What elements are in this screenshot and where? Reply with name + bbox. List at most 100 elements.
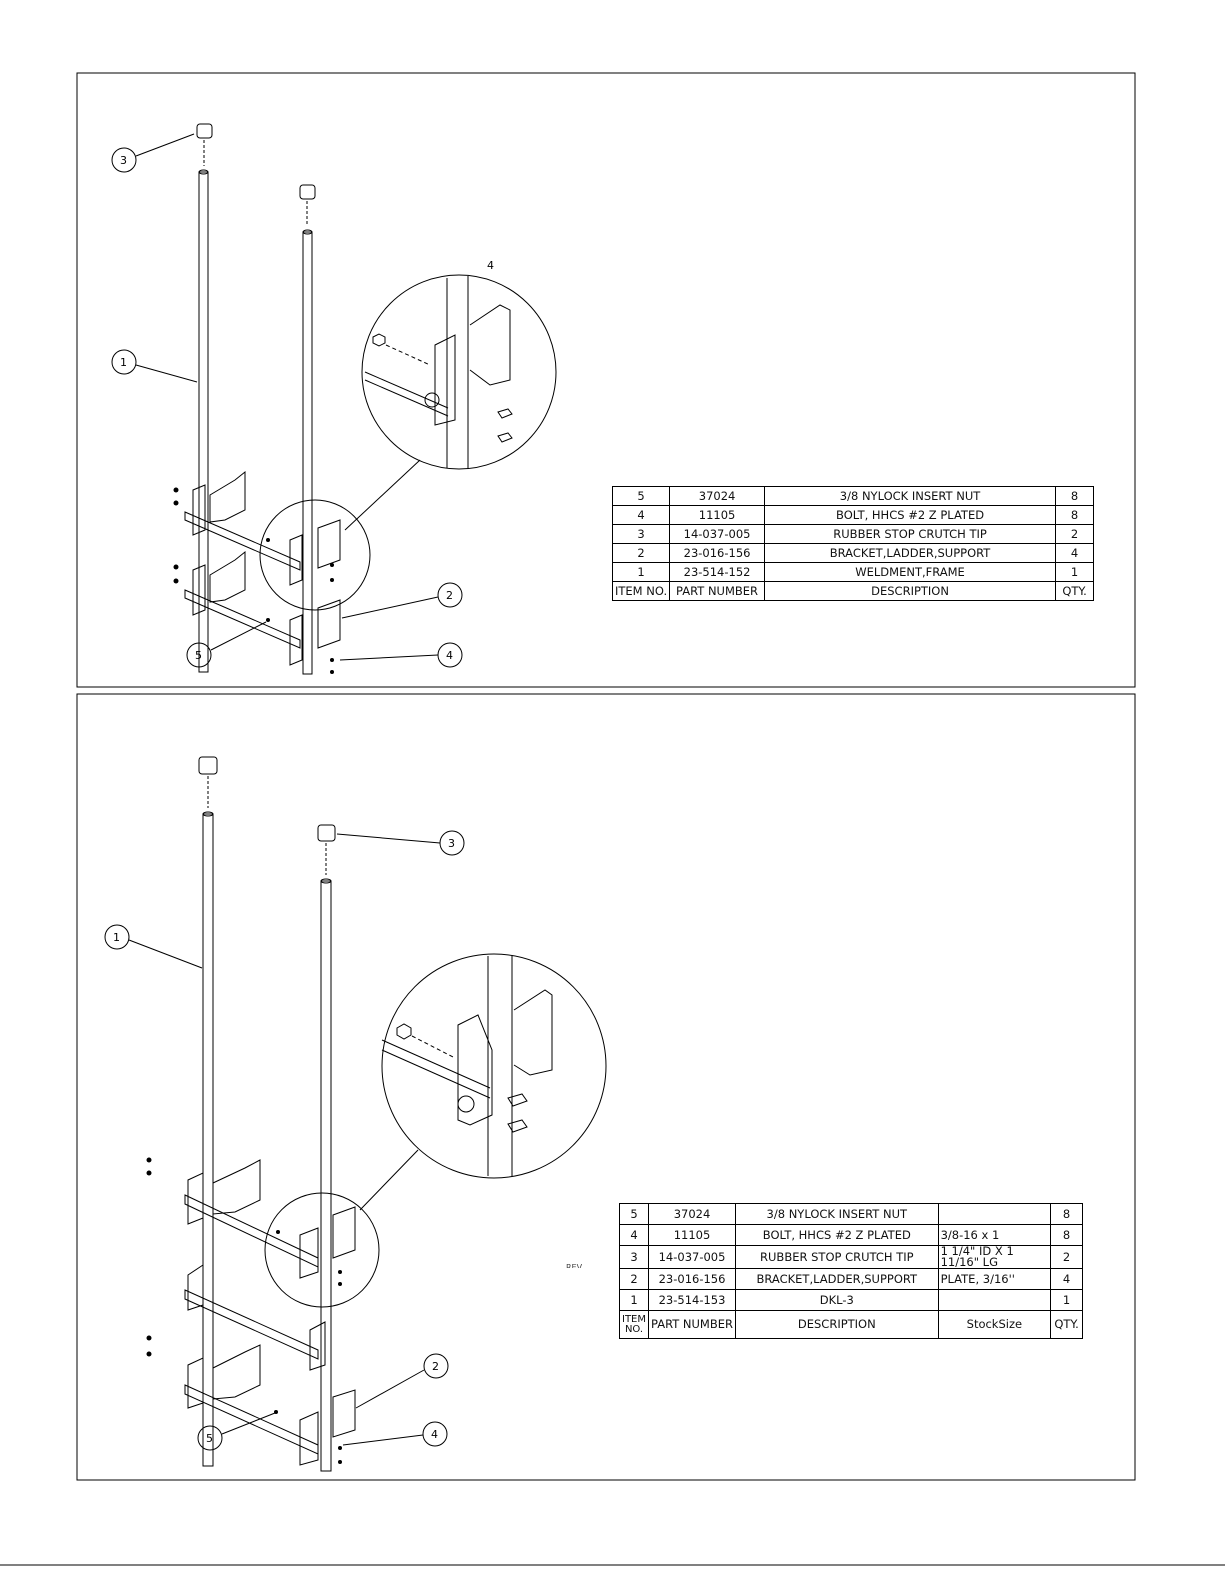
bom-cell: 3/8 NYLOCK INSERT NUT: [735, 1203, 939, 1225]
bom-cell: BRACKET,LADDER,SUPPORT: [763, 543, 1057, 563]
bom-cell: RUBBER STOP CRUTCH TIP: [735, 1245, 939, 1269]
bom-cell: 23-016-156: [669, 543, 765, 563]
crutch-tip-icon: [198, 756, 218, 808]
bom-cell: 14-037-005: [669, 524, 765, 544]
bom-header-cell: QTY.: [1050, 1310, 1083, 1339]
bom-cell: 1: [1055, 562, 1094, 582]
balloon-2: 2: [446, 589, 453, 602]
crutch-tip-icon: [299, 184, 316, 226]
bom-cell: 4: [618, 1224, 650, 1246]
bom-cell: PLATE, 3/16'': [937, 1268, 1052, 1290]
bom-header-cell: StockSize: [937, 1310, 1052, 1339]
balloon-4: 4: [446, 649, 453, 662]
bom-header-cell: DESCRIPTION: [735, 1310, 939, 1339]
detail-label: 4: [487, 259, 494, 272]
bom-cell: BOLT, HHCS #2 Z PLATED: [763, 505, 1057, 525]
bom-cell: 37024: [669, 486, 765, 506]
bom-cell: 8: [1050, 1224, 1083, 1246]
bom-cell: 11105: [669, 505, 765, 525]
bom-cell: 1 1/4" ID X 1 11/16" LG: [937, 1245, 1052, 1269]
rev-label: REV: [566, 1263, 583, 1268]
bom-cell: 2: [611, 543, 671, 563]
balloon-4: 4: [431, 1428, 438, 1441]
bom-header-cell: DESCRIPTION: [763, 581, 1057, 601]
bom-cell: BOLT, HHCS #2 Z PLATED: [735, 1224, 939, 1246]
bom-cell: 14-037-005: [648, 1245, 737, 1269]
panel-2-ladder: [146, 756, 607, 1472]
bom-cell: RUBBER STOP CRUTCH TIP: [763, 524, 1057, 544]
bom-cell: BRACKET,LADDER,SUPPORT: [735, 1268, 939, 1290]
bom-header-cell: ITEM NO.: [611, 581, 671, 601]
balloon-5: 5: [206, 1432, 213, 1445]
bom-cell: [937, 1289, 1052, 1311]
crutch-tip-icon: [196, 123, 213, 166]
bom-header-cell: ITEM NO.: [618, 1310, 650, 1339]
bom-cell: 37024: [648, 1203, 737, 1225]
panel-2-balloons: 3 1 2 5 4: [104, 830, 465, 1451]
bom-cell: 23-514-152: [669, 562, 765, 582]
detail-view-content: [364, 276, 513, 469]
bom-cell: 8: [1055, 486, 1094, 506]
bom-cell: 2: [1050, 1245, 1083, 1269]
detail-view-circle: [361, 274, 557, 470]
panel-1-balloons: 3 1 2 5 4: [111, 133, 463, 668]
balloon-1: 1: [120, 356, 127, 369]
bom-cell: 4: [1050, 1268, 1083, 1290]
crutch-tip-icon: [317, 824, 336, 875]
bom-cell: 8: [1055, 505, 1094, 525]
balloon-2: 2: [432, 1360, 439, 1373]
detail-source-circle: [264, 1192, 380, 1308]
bom-cell: WELDMENT,FRAME: [763, 562, 1057, 582]
bom-header-cell: PART NUMBER: [669, 581, 765, 601]
bom-cell: 4: [611, 505, 671, 525]
pole-right: [320, 880, 332, 1472]
bom-cell: 4: [1055, 543, 1094, 563]
balloon-3: 3: [120, 154, 127, 167]
bolt-icons: [146, 1157, 342, 1464]
bom-cell: 23-514-153: [648, 1289, 737, 1311]
detail-source-circle: [259, 499, 371, 611]
bom-cell: 3/8 NYLOCK INSERT NUT: [763, 486, 1057, 506]
bom-cell: 11105: [648, 1224, 737, 1246]
balloon-5: 5: [195, 649, 202, 662]
bom-cell: 1: [618, 1289, 650, 1311]
bom-cell: 3: [618, 1245, 650, 1269]
bolt-icons: [173, 487, 334, 674]
bom-cell: DKL-3: [735, 1289, 939, 1311]
bom-cell: 2: [618, 1268, 650, 1290]
pole-left: [198, 171, 209, 673]
bom-cell: 8: [1050, 1203, 1083, 1225]
bom-header-cell: PART NUMBER: [648, 1310, 737, 1339]
detail-view-circle: [381, 953, 607, 1179]
panel-1-ladder: 4: [173, 123, 557, 675]
bom-cell: [937, 1203, 1052, 1225]
balloon-1: 1: [113, 931, 120, 944]
bom-cell: 2: [1055, 524, 1094, 544]
pole-right: [302, 231, 313, 675]
pole-left: [202, 813, 214, 1467]
bom-cell: 1: [1050, 1289, 1083, 1311]
bom-cell: 23-016-156: [648, 1268, 737, 1290]
bom-cell: 3: [611, 524, 671, 544]
bom-header-cell: QTY.: [1055, 581, 1094, 601]
balloon-3: 3: [448, 837, 455, 850]
bom-cell: 5: [618, 1203, 650, 1225]
bom-cell: 1: [611, 562, 671, 582]
panel-1-frame: [76, 72, 1136, 688]
detail-view-content: [381, 955, 553, 1177]
